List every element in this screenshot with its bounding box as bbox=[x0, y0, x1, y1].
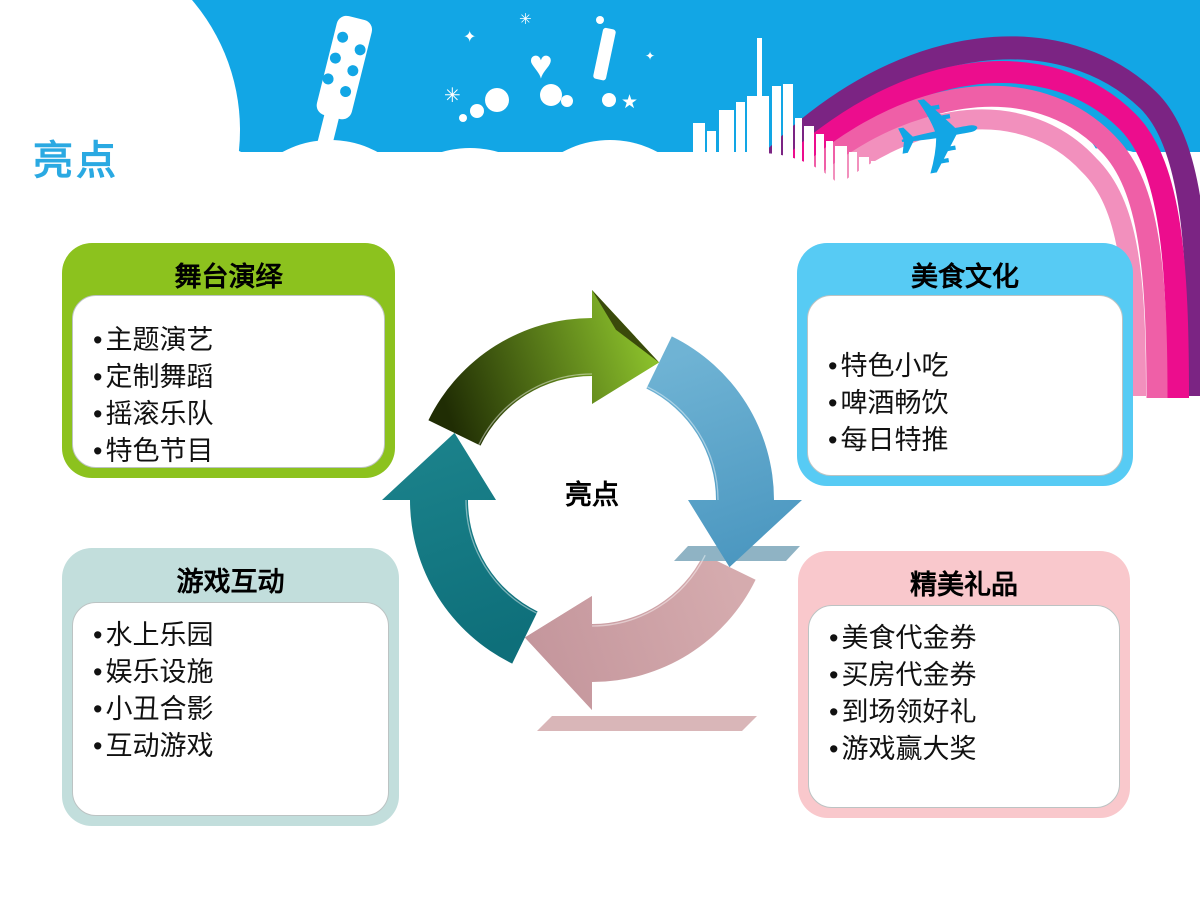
card-food: 美食文化 特色小吃 啤酒畅饮 每日特推 bbox=[797, 243, 1133, 486]
guitar-icon bbox=[310, 15, 373, 174]
card-gift-title: 精美礼品 bbox=[910, 570, 1018, 600]
heart-splash-icon: ♥ ✳ ✦ ✳ ★ ✦ bbox=[444, 11, 655, 122]
svg-text:✳: ✳ bbox=[444, 85, 461, 107]
list-item: 定制舞蹈 bbox=[93, 359, 374, 396]
card-food-panel: 特色小吃 啤酒畅饮 每日特推 bbox=[807, 295, 1123, 476]
list-item: 小丑合影 bbox=[93, 691, 378, 728]
list-item: 特色节目 bbox=[93, 433, 374, 470]
card-stage-list: 主题演艺 定制舞蹈 摇滚乐队 特色节目 bbox=[73, 296, 384, 470]
game-inner-highlight bbox=[465, 499, 538, 614]
list-item: 买房代金券 bbox=[829, 657, 1109, 694]
card-gift-list: 美食代金券 买房代金券 到场领好礼 游戏赢大奖 bbox=[809, 606, 1119, 768]
card-game-panel: 水上乐园 娱乐设施 小丑合影 互动游戏 bbox=[72, 602, 389, 816]
card-food-list: 特色小吃 啤酒畅饮 每日特推 bbox=[808, 296, 1122, 459]
card-gift-panel: 美食代金券 买房代金券 到场领好礼 游戏赢大奖 bbox=[808, 605, 1120, 808]
card-stage-panel: 主题演艺 定制舞蹈 摇滚乐队 特色节目 bbox=[72, 295, 385, 468]
cycle-center-label: 亮点 bbox=[565, 480, 619, 510]
tuning-peg-icon bbox=[322, 31, 366, 98]
svg-text:✳: ✳ bbox=[519, 11, 532, 28]
list-item: 主题演艺 bbox=[93, 322, 374, 359]
svg-text:♥: ♥ bbox=[529, 43, 553, 87]
card-gift: 精美礼品 美食代金券 买房代金券 到场领好礼 游戏赢大奖 bbox=[798, 551, 1130, 818]
list-item: 美食代金券 bbox=[829, 620, 1109, 657]
list-item: 娱乐设施 bbox=[93, 654, 378, 691]
list-item: 啤酒畅饮 bbox=[828, 385, 1112, 422]
cycle-arrow-gift-head bbox=[524, 596, 592, 710]
gift-arrow-platform bbox=[537, 716, 757, 731]
cycle-arrow-gift bbox=[524, 554, 756, 710]
list-item: 摇滚乐队 bbox=[93, 396, 374, 433]
card-stage: 舞台演绎 主题演艺 定制舞蹈 摇滚乐队 特色节目 bbox=[62, 243, 395, 478]
card-game-list: 水上乐园 娱乐设施 小丑合影 互动游戏 bbox=[73, 603, 388, 765]
card-stage-title: 舞台演绎 bbox=[174, 262, 283, 292]
list-item: 水上乐园 bbox=[93, 617, 378, 654]
gift-inner-highlight bbox=[591, 554, 706, 627]
card-game: 游戏互动 水上乐园 娱乐设施 小丑合影 互动游戏 bbox=[62, 548, 399, 826]
svg-text:✦: ✦ bbox=[645, 49, 655, 63]
page-title: 亮点 bbox=[33, 139, 119, 183]
card-game-title: 游戏互动 bbox=[176, 567, 285, 597]
list-item: 互动游戏 bbox=[93, 728, 378, 765]
list-item: 每日特推 bbox=[828, 422, 1112, 459]
svg-text:★: ★ bbox=[621, 92, 638, 113]
list-item: 游戏赢大奖 bbox=[829, 731, 1109, 768]
food-arrow-platform bbox=[674, 546, 800, 561]
list-item: 到场领好礼 bbox=[829, 694, 1109, 731]
card-food-title: 美食文化 bbox=[911, 262, 1019, 292]
list-item: 特色小吃 bbox=[828, 348, 1112, 385]
svg-text:✦: ✦ bbox=[463, 29, 476, 46]
airplane-icon: ✈ bbox=[884, 69, 994, 204]
city-skyline-icon bbox=[693, 38, 877, 215]
